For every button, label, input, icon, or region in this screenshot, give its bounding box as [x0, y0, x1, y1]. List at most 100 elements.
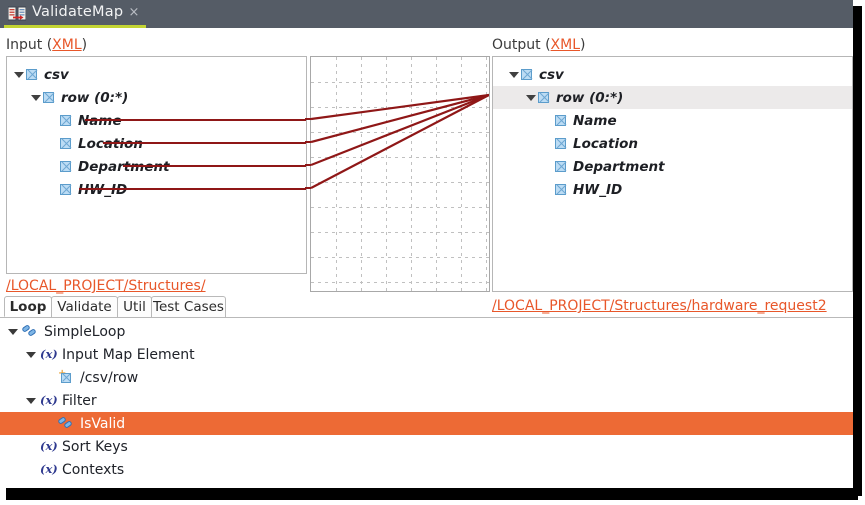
tree-row-label: csv — [44, 66, 69, 83]
mapping-leader-line — [79, 188, 306, 190]
loop-tree-row[interactable]: (x) Contexts — [0, 458, 853, 481]
window-tab-title[interactable]: ValidateMap — [32, 4, 124, 20]
grid-line-h — [311, 132, 489, 133]
tab-strip-divider — [0, 317, 853, 318]
grid-line-v — [486, 57, 487, 291]
loop-tree-row[interactable]: (x)Input Map Element — [0, 343, 853, 366]
element-checkbox-icon[interactable] — [555, 161, 566, 172]
grid-line-h — [311, 207, 489, 208]
element-checkbox-icon[interactable] — [555, 184, 566, 195]
element-checkbox-icon[interactable] — [43, 92, 54, 103]
element-checkbox-icon[interactable] — [60, 115, 71, 126]
input-panel-label: Input (XML) — [6, 37, 87, 53]
chevron-down-icon[interactable] — [13, 69, 24, 80]
output-path-text[interactable]: /LOCAL_PROJECT/Structures/hardware_reque… — [492, 298, 827, 314]
function-fx-icon: (x) — [40, 393, 58, 407]
tree-spacer — [26, 464, 37, 475]
tree-row-label: csv — [539, 66, 564, 83]
loop-tree-row-label: SimpleLoop — [44, 323, 126, 340]
tree-row-label: Department — [573, 158, 665, 175]
grid-line-v — [436, 57, 437, 291]
input-xml-link[interactable]: XML — [52, 37, 82, 53]
element-checkbox-icon[interactable] — [60, 184, 71, 195]
loop-tree-row[interactable]: (x) Filter — [0, 389, 853, 412]
tree-row-label: Name — [573, 112, 617, 129]
input-label-suffix: ) — [81, 37, 88, 53]
grid-line-v — [411, 57, 412, 291]
tree-spacer — [44, 372, 55, 383]
mapping-leader-line — [305, 187, 311, 189]
tree-row-label: Location — [573, 135, 638, 152]
element-checkbox-icon[interactable] — [26, 69, 37, 80]
loop-tree-row-label: Sort Keys — [62, 438, 128, 455]
canvas-grid — [311, 57, 489, 291]
loop-structure-tree[interactable]: SimpleLoop(x)Input Map Element+/csv/row(… — [0, 320, 853, 488]
tree-row[interactable]: csv — [7, 63, 306, 86]
loop-tree-row-label: Filter — [62, 392, 97, 409]
output-path-link[interactable]: /LOCAL_PROJECT/Structures/hardware_reque… — [492, 298, 827, 314]
element-checkbox-icon[interactable] — [538, 92, 549, 103]
tree-spacer — [44, 418, 55, 429]
output-label-prefix: Output ( — [492, 37, 551, 53]
element-checkbox-icon[interactable] — [555, 115, 566, 126]
element-checkbox-icon[interactable] — [60, 138, 71, 149]
element-checkbox-icon[interactable] — [555, 138, 566, 149]
map-node-icon: + — [58, 369, 75, 385]
chain-link-icon — [58, 416, 75, 431]
input-path-line1[interactable]: /LOCAL_PROJECT/Structures/ — [6, 278, 206, 294]
tree-row-label: row (0:*) — [61, 89, 129, 106]
element-checkbox-icon[interactable] — [521, 69, 532, 80]
output-panel-label: Output (XML) — [492, 37, 586, 53]
grid-line-v — [361, 57, 362, 291]
element-checkbox-icon[interactable] — [60, 161, 71, 172]
mapping-leader-line — [305, 164, 311, 166]
mapping-canvas[interactable] — [310, 56, 490, 292]
mapping-leader-line — [305, 141, 311, 143]
loop-tree-row[interactable]: (x)Sort Keys — [0, 435, 853, 458]
chevron-down-icon[interactable] — [508, 69, 519, 80]
grid-line-v — [386, 57, 387, 291]
mapping-leader-line — [103, 142, 306, 144]
tree-row[interactable]: row (0:*) — [7, 86, 306, 109]
loop-tree-row-label: Contexts — [62, 461, 125, 478]
loop-tree-row-label: Input Map Element — [62, 346, 195, 363]
tree-row[interactable]: row (0:*) — [493, 86, 852, 109]
output-xml-link[interactable]: XML — [550, 37, 581, 53]
loop-tree-row[interactable]: SimpleLoop — [0, 320, 853, 343]
tree-row[interactable]: csv — [493, 63, 852, 86]
grid-line-h — [311, 82, 489, 83]
loop-tree-row[interactable]: IsValid — [0, 412, 853, 435]
mapping-leader-line — [85, 119, 306, 121]
grid-line-h — [311, 282, 489, 283]
mapping-leader-line — [123, 165, 306, 167]
validatemap-window: ValidateMap × Input (XML) Output (XML) c… — [0, 0, 853, 488]
grid-line-v — [461, 57, 462, 291]
chevron-down-icon[interactable] — [26, 395, 37, 406]
tab-util[interactable]: Util — [117, 296, 152, 317]
chain-link-icon — [22, 324, 39, 339]
tree-spacer — [26, 441, 37, 452]
tree-row[interactable]: Department — [493, 155, 852, 178]
tree-row[interactable]: Location — [493, 132, 852, 155]
chevron-down-icon[interactable] — [525, 92, 536, 103]
tree-row[interactable]: Name — [493, 109, 852, 132]
chevron-down-icon[interactable] — [8, 326, 19, 337]
loop-tree-row[interactable]: +/csv/row — [0, 366, 853, 389]
grid-line-h — [311, 257, 489, 258]
output-label-suffix: ) — [580, 37, 586, 53]
loop-tree-row-label: IsValid — [80, 415, 126, 432]
function-fx-icon: (x) — [40, 462, 58, 476]
grid-line-h — [311, 182, 489, 183]
chevron-down-icon[interactable] — [26, 349, 37, 360]
tab-test-cases[interactable]: Test Cases — [151, 296, 226, 317]
tab-loop[interactable]: Loop — [4, 296, 52, 317]
tab-validate[interactable]: Validate — [51, 296, 118, 317]
tree-row[interactable]: HW_ID — [493, 178, 852, 201]
close-icon[interactable]: × — [128, 5, 140, 20]
chevron-down-icon[interactable] — [30, 92, 41, 103]
